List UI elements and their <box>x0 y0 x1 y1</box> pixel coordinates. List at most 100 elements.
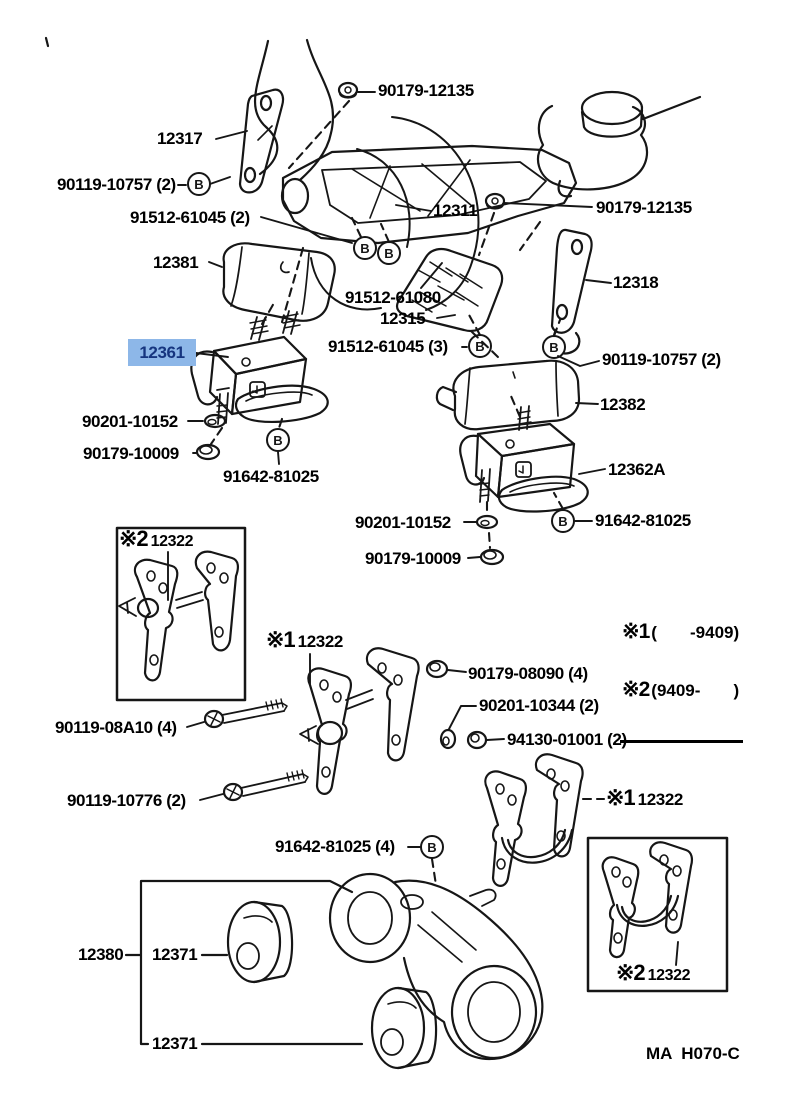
part-label-12311[interactable]: 12311 <box>433 201 478 220</box>
svg-text:B: B <box>273 433 282 448</box>
washer-icon-90201-10152-left <box>203 413 227 429</box>
bolt-ref-icons: B B B B B B B B <box>187 172 575 859</box>
part-label-90119-10757-left[interactable]: 90119-10757 (2) <box>57 175 176 194</box>
part-label-90119-10757-right[interactable]: 90119-10757 (2) <box>602 350 721 369</box>
variant-box-top <box>115 526 247 702</box>
part-label-90179-08090[interactable]: 90179-08090 (4) <box>468 664 588 683</box>
part-number: 12322 <box>150 533 194 550</box>
part-drawing-12361-insulator <box>190 310 329 425</box>
part-label-91642-81025-4[interactable]: 91642-81025 (4) <box>275 837 395 856</box>
part-drawing-12371-bushing-upper <box>226 900 294 984</box>
note-symbol-1: ※1 <box>266 627 296 652</box>
part-drawing-12315-bracket <box>395 247 504 333</box>
part-label-12317[interactable]: 12317 <box>157 129 203 148</box>
nut-icon-90179-08090 <box>425 659 449 679</box>
callout-bracket-12380 <box>124 879 364 1046</box>
legend-row-1: ※1( -9409) <box>622 621 739 643</box>
diagram-code: MA H070-C <box>646 1044 740 1063</box>
part-label-91642-81025-left[interactable]: 91642-81025 <box>223 467 319 486</box>
nut-icon-90179-10009-right <box>479 548 505 566</box>
nut-icon-90179-12135-top <box>337 81 359 99</box>
svg-text:B: B <box>384 246 393 261</box>
part-drawing-12380-member <box>328 872 544 1061</box>
part-label-91512-61080[interactable]: 91512-61080 <box>345 288 441 307</box>
legend-range-1: ( -9409) <box>651 623 740 642</box>
part-label-90179-12135-right[interactable]: 90179-12135 <box>596 198 692 217</box>
svg-text:B: B <box>558 514 567 529</box>
nut-icon-94130-01001 <box>466 730 488 750</box>
part-number: 12322 <box>647 967 691 984</box>
svg-text:B: B <box>194 177 203 192</box>
part-label-90201-10344[interactable]: 90201-10344 (2) <box>479 696 599 715</box>
highlighted-part-label-12361[interactable]: 12361 <box>128 339 196 366</box>
part-label-12380[interactable]: 12380 <box>78 945 124 964</box>
part-label-94130-01001[interactable]: 94130-01001 (2) <box>507 730 627 749</box>
note-symbol-2: ※2 <box>119 526 149 551</box>
part-drawing-12371-bushing-lower <box>370 986 438 1070</box>
legend-note: ※1( -9409) ※2(9409- ) <box>620 585 744 743</box>
reservoir-drawing <box>536 90 702 198</box>
part-label-12362A[interactable]: 12362A <box>608 460 666 479</box>
part-label-12315[interactable]: 12315 <box>380 309 426 328</box>
leader-lines <box>167 91 679 966</box>
part-label-90201-10152-right[interactable]: 90201-10152 <box>355 513 451 532</box>
bolt-ref-icon-b: B <box>377 241 401 265</box>
svg-text:B: B <box>427 840 436 855</box>
svg-text:B: B <box>549 340 558 355</box>
bolt-ref-icon-b: B <box>551 509 575 533</box>
part-label-12371-upper[interactable]: 12371 <box>152 945 198 964</box>
part-drawing-12311-bracket <box>280 144 578 245</box>
tick-mark <box>44 36 50 48</box>
part-drawing-12322-mid <box>299 647 420 795</box>
bolt-icon-90119-10776 <box>222 769 309 802</box>
part-number: 12322 <box>637 790 684 809</box>
part-label-90179-12135-top[interactable]: 90179-12135 <box>378 81 474 100</box>
bolt-ref-icon-b: B <box>266 428 290 452</box>
variant-box-bottom <box>586 836 729 993</box>
nut-icon-90179-10009-left <box>195 443 221 461</box>
bolt-ref-icon-b: B <box>353 236 377 260</box>
note-symbol-1: ※1 <box>622 620 650 643</box>
engine-outline-curves <box>253 38 335 182</box>
part-drawing-12382-cover <box>435 359 581 431</box>
part-number: 12322 <box>297 632 344 651</box>
part-label-90119-10776[interactable]: 90119-10776 (2) <box>67 791 186 810</box>
svg-text:B: B <box>360 241 369 256</box>
note-symbol-2: ※2 <box>616 960 646 985</box>
legend-row-2: ※2(9409- ) <box>622 679 739 701</box>
washer-icon-94130-01001 <box>439 728 457 750</box>
bolt-ref-icon-b: B <box>187 172 211 196</box>
part-label-90179-10009-right[interactable]: 90179-10009 <box>365 549 461 568</box>
part-drawing-12318-stay <box>550 228 593 355</box>
part-label-91642-81025-right[interactable]: 91642-81025 <box>595 511 691 530</box>
part-label-12381[interactable]: 12381 <box>153 253 199 272</box>
part-label-90201-10152-left[interactable]: 90201-10152 <box>82 412 178 431</box>
bolt-icon-90119-08A10 <box>203 698 288 729</box>
bolt-ref-icon-b: B <box>542 335 566 359</box>
part-drawing-12317-stay <box>238 88 285 194</box>
part-label-91512-61045-2[interactable]: 91512-61045 (2) <box>130 208 250 227</box>
bolt-ref-icon-b: B <box>420 835 444 859</box>
part-drawing-12362A-insulator <box>459 405 589 513</box>
housing-arcs <box>310 116 480 311</box>
part-drawing-12322-right <box>484 753 584 887</box>
part-label-90179-10009-left[interactable]: 90179-10009 <box>83 444 179 463</box>
part-label-12318[interactable]: 12318 <box>613 273 659 292</box>
part-label-91512-61045-3[interactable]: 91512-61045 (3) <box>328 337 448 356</box>
svg-text:B: B <box>475 339 484 354</box>
legend-range-2: (9409- ) <box>651 681 740 700</box>
part-label-90119-08A10[interactable]: 90119-08A10 (4) <box>55 718 177 737</box>
part-label-12371-lower[interactable]: 12371 <box>152 1034 198 1053</box>
note-symbol-2: ※2 <box>622 678 650 701</box>
part-label-12382[interactable]: 12382 <box>600 395 646 414</box>
dashed-lines <box>209 99 606 887</box>
washer-icon-90201-10152-right <box>475 514 499 530</box>
nut-icon-90179-12135-right <box>484 192 506 210</box>
part-drawing-12381-cover <box>222 242 336 322</box>
note-symbol-1: ※1 <box>606 785 636 810</box>
